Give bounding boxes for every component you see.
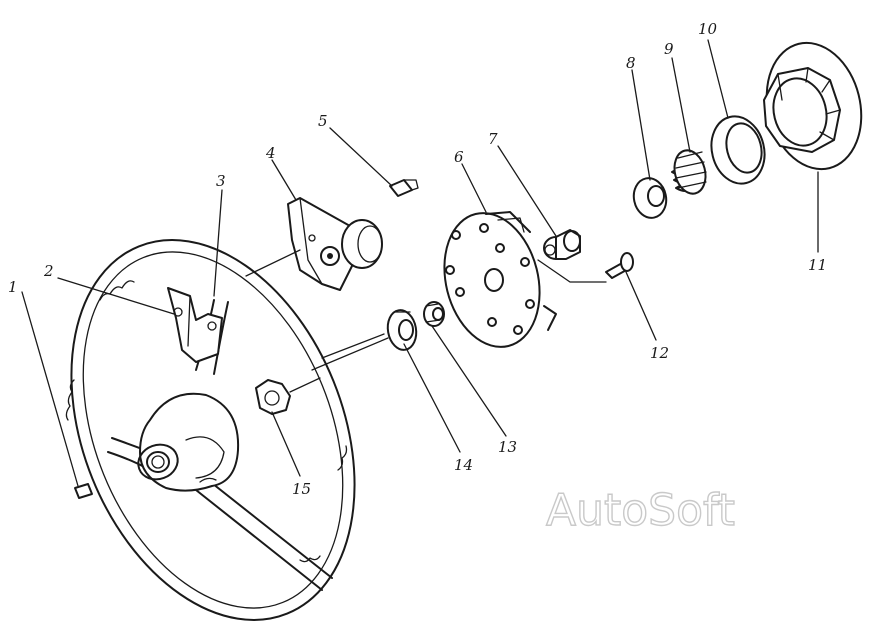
leader-lines	[21, 39, 819, 487]
assembly-lines	[245, 249, 607, 393]
key-part	[74, 483, 93, 499]
callout-6: 6	[454, 148, 464, 166]
contact-sleeve	[543, 229, 581, 260]
callout-14: 14	[454, 456, 473, 474]
retaining-ring	[632, 177, 668, 219]
callout-10: 10	[698, 20, 718, 38]
spoke-bracket	[167, 287, 223, 363]
horn-bracket	[287, 197, 383, 291]
hex-nut	[255, 379, 291, 415]
callout-4: 4	[265, 144, 276, 162]
coil-spring	[671, 149, 707, 195]
contact-pin	[605, 252, 634, 279]
callout-5: 5	[318, 112, 328, 130]
callout-9: 9	[664, 40, 674, 58]
washer	[386, 309, 418, 351]
small-spring	[423, 301, 445, 327]
spring-cup	[710, 115, 766, 185]
callout-2: 2	[43, 262, 54, 280]
screw	[389, 179, 419, 197]
column-flange	[763, 41, 863, 171]
callout-3: 3	[216, 172, 226, 190]
callout-1: 1	[8, 278, 18, 296]
watermark-text: AutoSoft	[546, 485, 735, 536]
steering-wheel	[65, 239, 356, 621]
callout-15: 15	[292, 480, 311, 498]
callout-labels: 1 2 3 4 5 6 7 8 9 10 11 12 13 14 15	[8, 20, 827, 498]
callout-8: 8	[626, 54, 636, 72]
horn-disc	[443, 211, 557, 348]
callout-12: 12	[650, 344, 669, 362]
callout-7: 7	[488, 130, 498, 148]
callout-11: 11	[808, 256, 827, 274]
callout-13: 13	[498, 438, 517, 456]
